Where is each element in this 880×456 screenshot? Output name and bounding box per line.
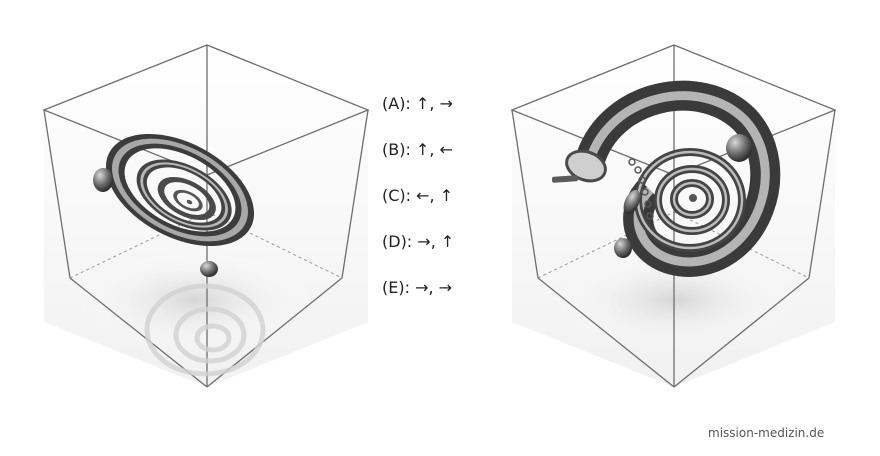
left-floor-reflection xyxy=(144,283,266,377)
right-cube-edges xyxy=(510,44,837,388)
left-bottom-knob xyxy=(200,261,218,277)
right-bottom-knob xyxy=(614,238,632,258)
left-spiral-object xyxy=(105,133,255,247)
right-cube-floor-shadow xyxy=(555,250,795,350)
right-spiral-object xyxy=(565,80,781,278)
option-a: (A): ↑, → xyxy=(382,94,453,113)
left-small-knob xyxy=(93,168,113,192)
right-side-handle xyxy=(623,189,641,215)
right-cube-hidden-edges xyxy=(537,211,810,279)
option-c: (C): ←, ↑ xyxy=(382,186,454,205)
left-cube-floor-shadow xyxy=(75,250,315,350)
right-ball xyxy=(726,134,752,162)
option-b: (B): ↑, ← xyxy=(382,140,453,159)
right-small-bar xyxy=(551,175,579,183)
option-d: (D): →, ↑ xyxy=(382,232,455,251)
option-e: (E): →, → xyxy=(382,278,453,297)
source-credit: mission-medizin.de xyxy=(708,426,825,440)
left-cube xyxy=(42,44,370,388)
answer-options: (A): ↑, → (B): ↑, ← (C): ←, ↑ (D): →, ↑ … xyxy=(382,92,454,322)
right-cube xyxy=(510,44,837,388)
